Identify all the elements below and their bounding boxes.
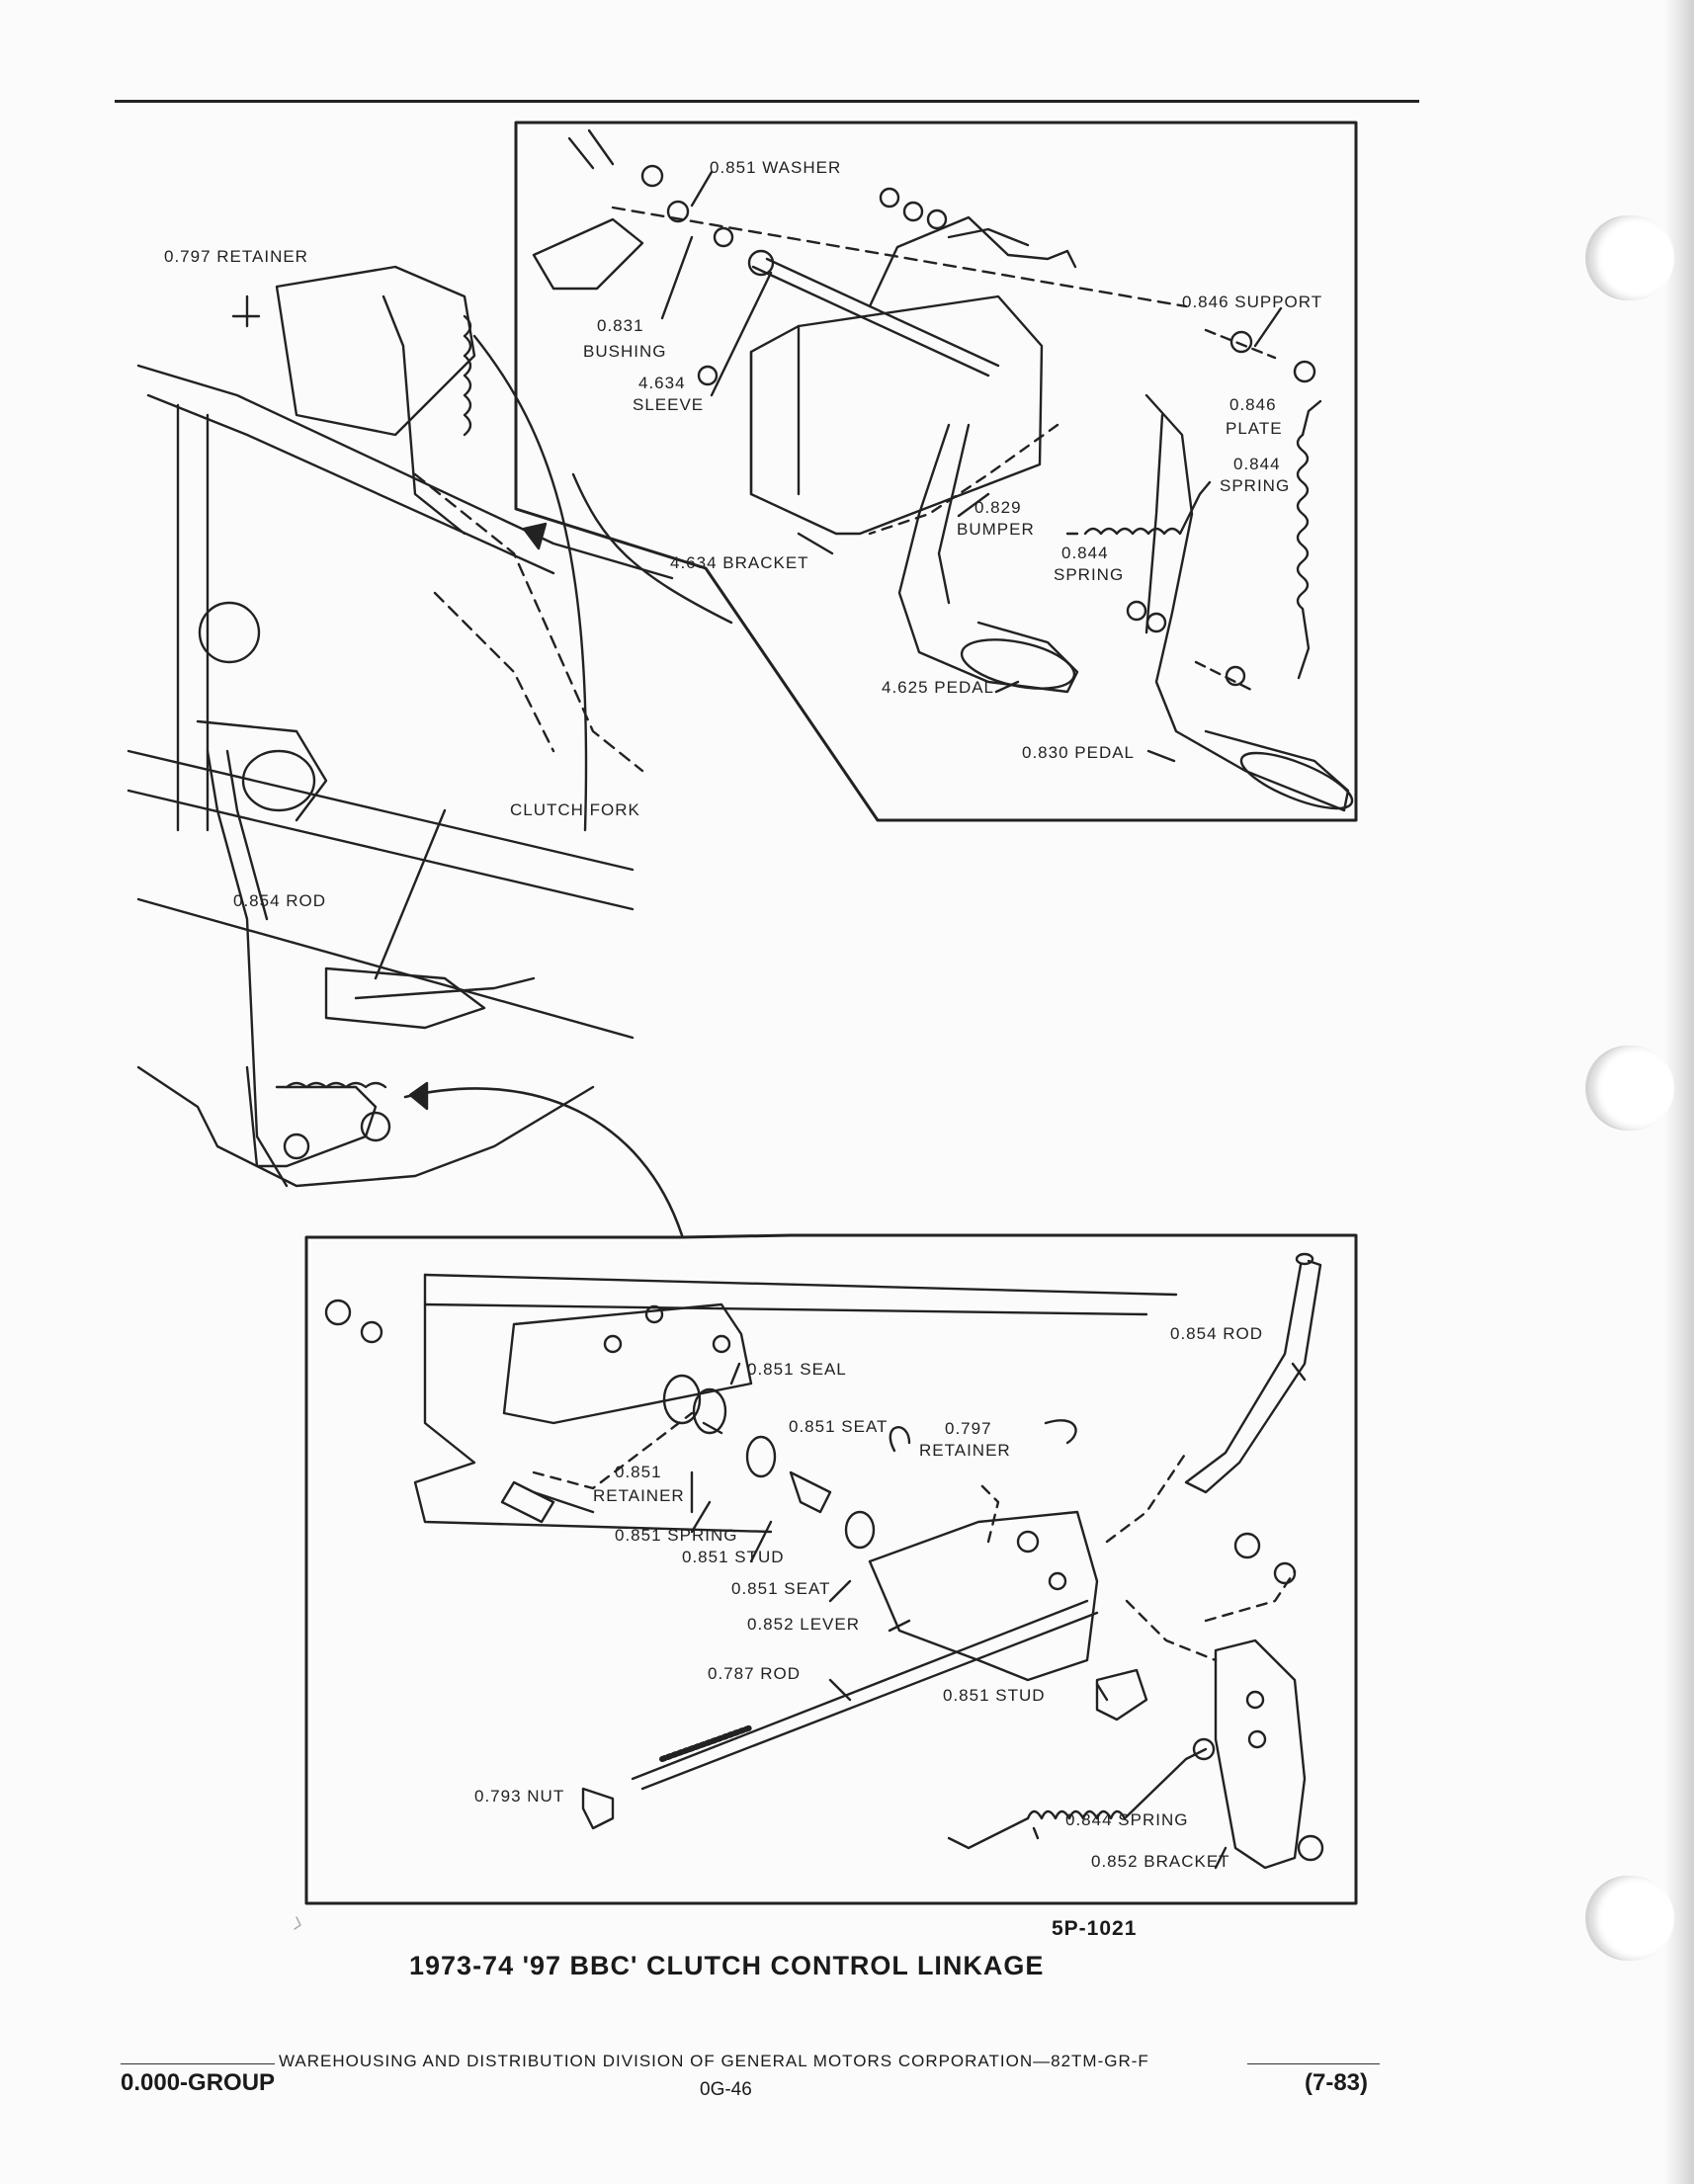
- label-stud-851-b: 0.851 STUD: [943, 1686, 1046, 1705]
- label-seat-851-bottom: 0.851 SEAT: [731, 1579, 831, 1598]
- label-spring-851: 0.851 SPRING: [615, 1526, 738, 1545]
- figure-number: 5P-1021: [1052, 1917, 1138, 1940]
- label-seal-851: 0.851 SEAL: [747, 1360, 847, 1379]
- pedal-assembly-detail: [514, 121, 1358, 822]
- binder-hole-top: [1589, 215, 1674, 300]
- label-retainer-797-top: 0.797 RETAINER: [164, 247, 308, 266]
- page-speck: [294, 1916, 301, 1930]
- label-stud-851-a: 0.851 STUD: [682, 1548, 785, 1566]
- label-spring-844b: SPRING: [1054, 565, 1125, 584]
- label-bracket-852: 0.852 BRACKET: [1091, 1852, 1230, 1871]
- footer-group: 0.000-GROUP: [121, 2069, 276, 2096]
- label-bumper: BUMPER: [957, 520, 1035, 539]
- label-spring-844-number: 0.844: [1233, 455, 1281, 473]
- label-spring-844c: 0.844 SPRING: [1065, 1810, 1189, 1829]
- label-retainer-851: RETAINER: [593, 1486, 685, 1505]
- label-rod-854-left: 0.854 ROD: [233, 891, 327, 910]
- label-seat-851-top: 0.851 SEAT: [789, 1417, 889, 1436]
- footer-division: WAREHOUSING AND DISTRIBUTION DIVISION OF…: [279, 2052, 1149, 2070]
- header-rule: [115, 100, 1419, 103]
- label-retainer-851-number: 0.851: [615, 1463, 662, 1481]
- label-spring-844: SPRING: [1220, 476, 1291, 495]
- binder-hole-bottom: [1589, 1876, 1674, 1961]
- footer-date: (7-83): [1305, 2069, 1369, 2096]
- footer-rule-right: [1247, 2063, 1380, 2064]
- firewall-and-linkage: [127, 265, 733, 1237]
- label-support: 0.846 SUPPORT: [1182, 293, 1323, 311]
- footer-rule-left: [121, 2063, 275, 2064]
- label-rod-854-right: 0.854 ROD: [1170, 1324, 1264, 1343]
- label-bumper-number: 0.829: [974, 498, 1022, 517]
- label-bushing: BUSHING: [583, 342, 667, 361]
- label-bracket-634: 4.634 BRACKET: [670, 553, 809, 572]
- binder-hole-middle: [1589, 1046, 1674, 1131]
- lever-assembly-detail: [304, 1233, 1358, 1905]
- label-spring-844b-number: 0.844: [1061, 544, 1109, 562]
- label-sleeve-number: 4.634: [638, 374, 686, 392]
- label-plate: PLATE: [1226, 419, 1283, 438]
- label-nut-793: 0.793 NUT: [474, 1787, 565, 1806]
- label-pedal-625: 4.625 PEDAL: [882, 678, 995, 697]
- label-clutch-fork: CLUTCH FORK: [510, 800, 640, 819]
- label-bushing-number: 0.831: [597, 316, 644, 335]
- label-washer: 0.851 WASHER: [710, 158, 842, 177]
- label-retainer-797: RETAINER: [919, 1441, 1011, 1460]
- label-retainer-797-number: 0.797: [945, 1419, 992, 1438]
- footer-page-number: 0G-46: [700, 2079, 752, 2100]
- figure-caption: 1973-74 '97 BBC' CLUTCH CONTROL LINKAGE: [409, 1951, 1045, 1980]
- label-rod-787: 0.787 ROD: [708, 1664, 802, 1683]
- label-plate-number: 0.846: [1229, 395, 1277, 414]
- label-sleeve: SLEEVE: [633, 395, 705, 414]
- label-lever-852: 0.852 LEVER: [747, 1615, 861, 1634]
- label-pedal-830: 0.830 PEDAL: [1022, 743, 1136, 762]
